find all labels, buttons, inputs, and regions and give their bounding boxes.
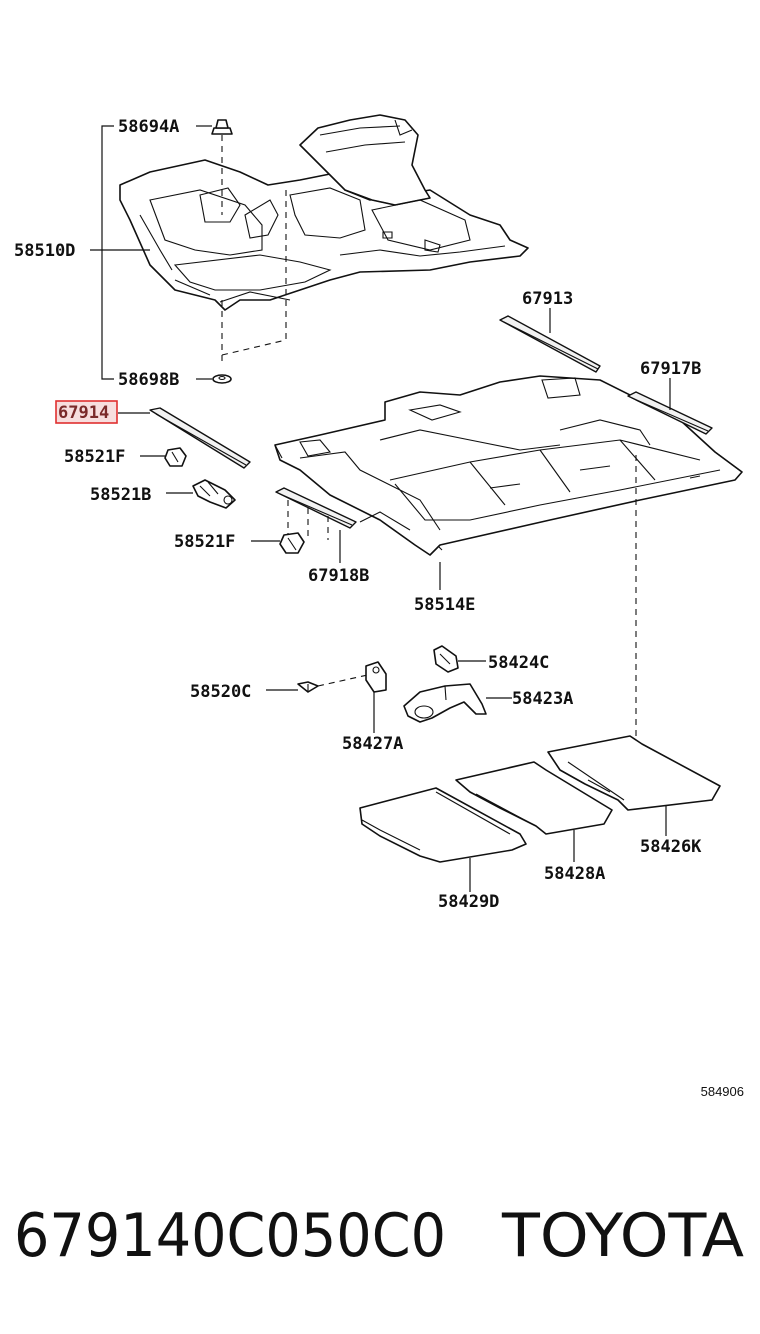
label-58429d: 58429D <box>438 892 499 912</box>
footer-brand: TOYOTA <box>501 1201 744 1271</box>
mat-58428a <box>455 761 613 835</box>
front-floor-carpet <box>119 114 529 311</box>
bracket-58423a <box>403 683 487 723</box>
clip-58520c-icon <box>297 681 319 693</box>
label-67913: 67913 <box>522 289 573 309</box>
mat-58429d <box>359 787 527 863</box>
bracket-58427a <box>365 661 387 693</box>
washer-58698b-icon <box>212 374 232 384</box>
scuff-plate-67917b <box>627 391 713 435</box>
label-58514e: 58514E <box>414 595 475 615</box>
label-58427a: 58427A <box>342 734 403 754</box>
label-58521f-lower: 58521F <box>174 532 235 552</box>
label-58424c: 58424C <box>488 653 549 673</box>
clip-58694a-icon <box>211 119 233 135</box>
mat-58426k <box>547 735 721 811</box>
footer-part-number: 679140C050C0 <box>14 1201 446 1271</box>
label-67918b: 67918B <box>308 566 369 586</box>
label-58520c: 58520C <box>190 682 251 702</box>
diagram-code: 584906 <box>701 1084 744 1099</box>
scuff-plate-67914 <box>149 407 251 469</box>
scuff-plate-67913 <box>499 315 601 373</box>
highlight-box <box>55 400 118 424</box>
clip-58521f-lower-icon <box>279 532 305 554</box>
label-58698b: 58698B <box>118 370 179 390</box>
clip-58521f-upper-icon <box>164 447 187 467</box>
label-58426k: 58426K <box>640 837 702 857</box>
label-67914: 67914 <box>58 403 109 423</box>
label-58521f-upper: 58521F <box>64 447 125 467</box>
label-58428a: 58428A <box>544 864 605 884</box>
rear-floor-carpet <box>274 375 743 556</box>
label-58423a: 58423A <box>512 689 573 709</box>
label-67917b: 67917B <box>640 359 701 379</box>
label-58694a: 58694A <box>118 117 179 137</box>
label-58510d: 58510D <box>14 241 75 261</box>
scuff-plate-67918b <box>275 487 357 529</box>
bracket-58424c <box>433 645 459 673</box>
label-58521b: 58521B <box>90 485 151 505</box>
clip-58521b-icon <box>192 479 236 509</box>
